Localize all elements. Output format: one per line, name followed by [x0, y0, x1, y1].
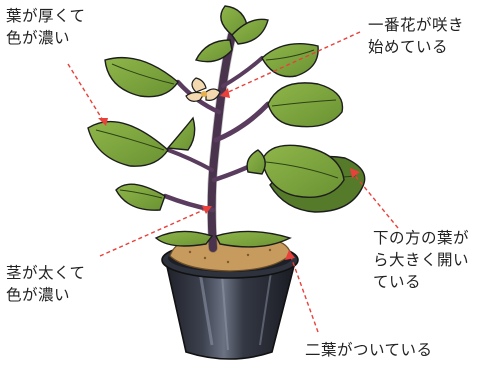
annotation-stem: 茎が太くて 色が濃い [6, 262, 86, 306]
annotation-line: 始めている [368, 38, 449, 56]
stem [162, 30, 271, 253]
leaves [87, 5, 345, 248]
flower [185, 77, 221, 102]
annotation-line: 色が濃い [6, 286, 71, 304]
leader-first-flower [223, 31, 361, 95]
annotation-line: 茎が太くて [6, 264, 86, 282]
annotation-thick-leaves: 葉が厚くて 色が濃い [6, 5, 86, 49]
annotation-line: 葉が厚くて [6, 7, 86, 25]
annotation-line: 一番花が咲き [368, 16, 465, 34]
leader-lower-leaves [351, 171, 399, 229]
leader-seed-leaves [289, 253, 319, 333]
leader-thick-leaves [67, 63, 105, 123]
annotation-line: 下の方の葉が [373, 229, 470, 247]
annotation-seed-leaves: 二葉がついている [305, 339, 433, 361]
annotation-line: ている [373, 273, 422, 291]
annotation-first-flower: 一番花が咲き 始めている [368, 14, 464, 58]
leader-stem [99, 207, 209, 257]
leader-lines [67, 31, 399, 333]
annotation-lower-leaves: 下の方の葉が ら大きく開い ている [373, 227, 469, 293]
annotation-line: 二葉がついている [305, 341, 433, 359]
annotation-line: ら大きく開い [373, 251, 470, 269]
leader-arrowheads [98, 88, 360, 260]
annotation-line: 色が濃い [6, 29, 71, 47]
